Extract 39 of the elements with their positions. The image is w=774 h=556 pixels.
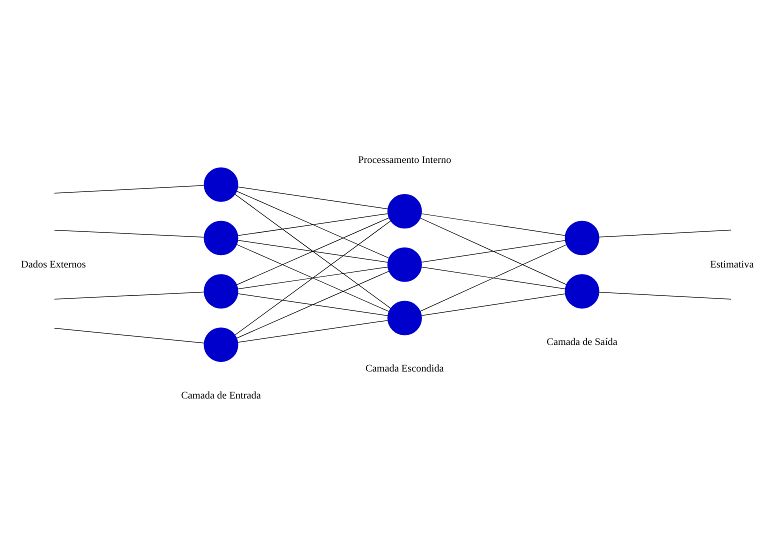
node-circle [387, 300, 422, 336]
connector [420, 218, 567, 285]
connector [238, 213, 388, 236]
connector [234, 220, 392, 336]
connector [598, 230, 732, 238]
node-circle [387, 247, 422, 282]
connector [421, 240, 566, 262]
label: Estimativa [710, 259, 754, 270]
label: Camada Escondida [365, 364, 444, 375]
connector [236, 244, 390, 312]
node-circle [204, 327, 238, 362]
connector [54, 328, 204, 344]
node-circle [564, 220, 600, 256]
connector [238, 240, 388, 263]
connector [234, 194, 392, 309]
node-circle [204, 220, 238, 256]
connector [236, 218, 390, 286]
connector [421, 266, 566, 290]
node-circle [204, 274, 238, 309]
connector [238, 293, 388, 316]
label: Processamento Interno [358, 154, 452, 166]
connector [236, 190, 390, 258]
connector [54, 292, 204, 300]
connector [238, 186, 388, 210]
label: Camada de Entrada [181, 390, 261, 402]
label: Camada de Saída [546, 337, 618, 348]
connector [238, 320, 388, 343]
connector [54, 230, 204, 238]
node-circle [204, 167, 238, 202]
connector [54, 185, 204, 194]
connector [236, 270, 390, 338]
label: Dados Externos [21, 259, 86, 270]
connector [238, 266, 388, 290]
connector [421, 213, 566, 236]
connector [598, 292, 732, 300]
node-circle [564, 274, 600, 309]
connector [420, 244, 567, 312]
connector [421, 293, 566, 316]
node-circle [387, 194, 422, 229]
